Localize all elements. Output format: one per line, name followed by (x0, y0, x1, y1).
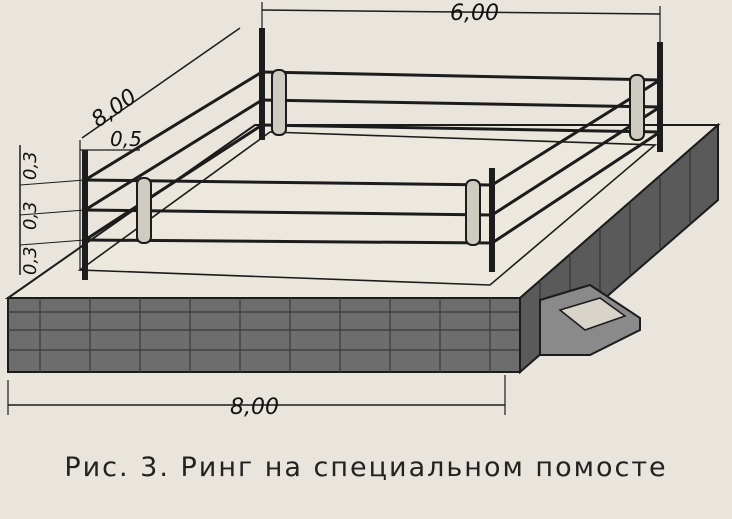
dim-left-length: 8,00 (87, 84, 141, 133)
figure-caption: Рис. 3. Ринг на специальном помосте (64, 452, 668, 483)
dim-top-width: 6,00 (450, 1, 499, 26)
dim-post-offset: 0,5 (110, 127, 142, 151)
dim-rope-gap-3: 0,3 (20, 246, 41, 275)
platform-front (7, 297, 521, 373)
dim-bottom-width: 8,00 (230, 395, 279, 420)
ring-floor (77, 131, 658, 286)
dim-rope-gap-2: 0,3 (20, 201, 41, 230)
dim-rope-gap-1: 0,3 (20, 151, 41, 180)
platform-front-texture (8, 298, 520, 372)
